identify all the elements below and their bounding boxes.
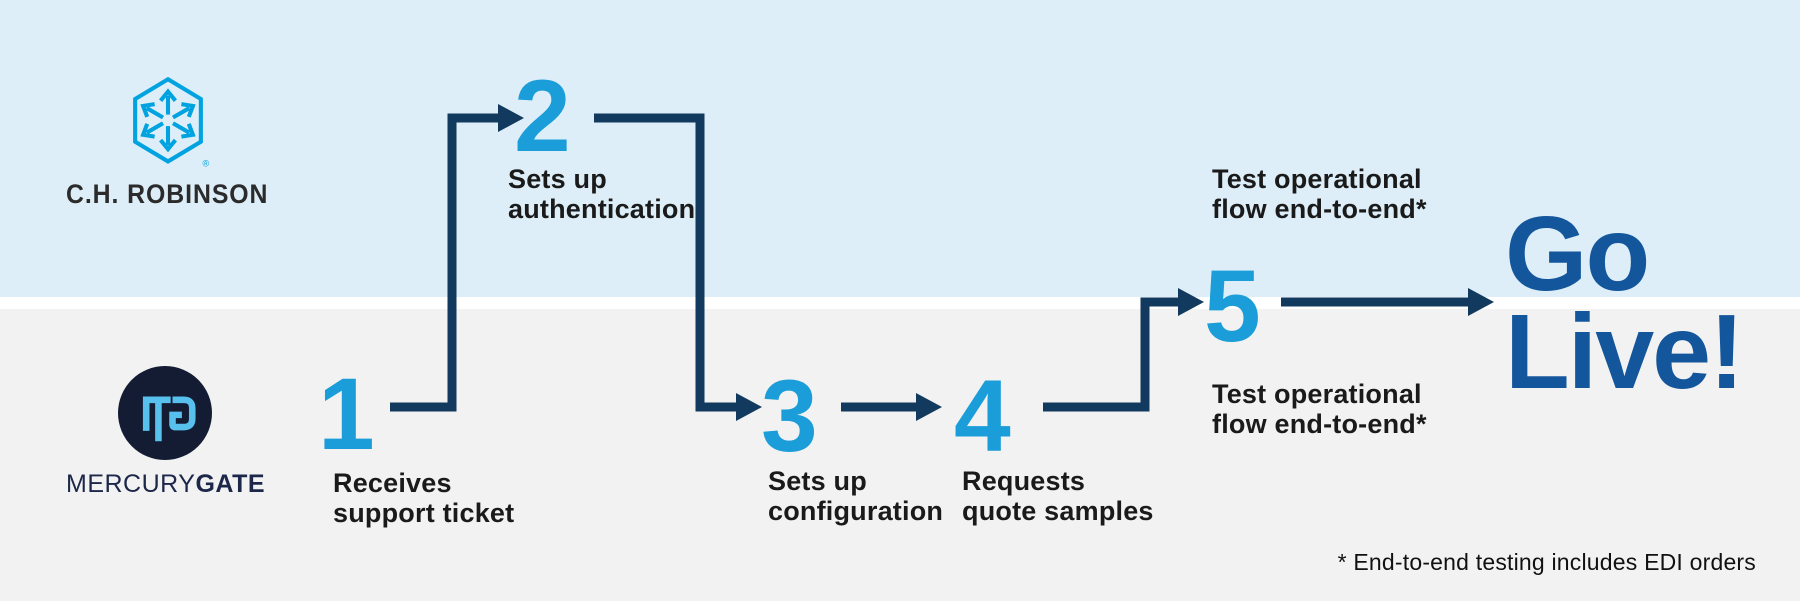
chr-hexagon-arrows-icon: ® [133,76,210,168]
mg-wordmark: MERCURYGATE [66,470,326,499]
step-2-label-line1: Sets up [508,164,607,194]
top-lane-background [0,0,1800,297]
step-3-label-line1: Sets up [768,466,867,496]
step-4-number: 4 [954,359,1011,473]
chr-registered-mark: ® [203,158,210,168]
step-5-label-bottom: Test operational flow end-to-end* [1212,379,1427,439]
step-4-label-line1: Requests [962,466,1086,496]
mg-wordmark-gate: GATE [195,470,266,498]
step-5-label-top-line1: Test operational [1212,164,1422,194]
step-5-number: 5 [1204,249,1261,363]
step-5-label-bottom-line2: flow end-to-end* [1212,409,1427,439]
step-2-number: 2 [514,59,571,173]
step-1-label-line2: support ticket [333,498,515,528]
go-live-line1: Go [1505,195,1650,313]
step-5-label-top: Test operational flow end-to-end* [1212,164,1427,224]
step-3-label: Sets up configuration [768,466,943,526]
step-1-number: 1 [318,357,375,471]
step-1-label-line1: Receives [333,468,452,498]
step-3-number: 3 [761,359,818,473]
step-2-label: Sets up authentication [508,164,695,224]
step-1-label: Receives support ticket [333,468,514,528]
step-5-label-top-line2: flow end-to-end* [1212,194,1427,224]
step-3-label-line2: configuration [768,496,944,526]
step-4-label-line2: quote samples [962,496,1154,526]
step-4-label: Requests quote samples [962,466,1154,526]
bottom-lane-background [0,309,1800,601]
chr-wordmark: C.H. ROBINSON [66,179,269,209]
go-live-line2: Live! [1505,293,1744,411]
mg-monogram-circle-icon [118,366,212,460]
go-live-title: Go Live! [1505,195,1744,411]
footnote: * End-to-end testing includes EDI orders [1337,549,1756,575]
mg-wordmark-mercury: MERCURY [66,470,196,498]
step-5-label-bottom-line1: Test operational [1212,379,1422,409]
step-2-label-line2: authentication [508,194,696,224]
